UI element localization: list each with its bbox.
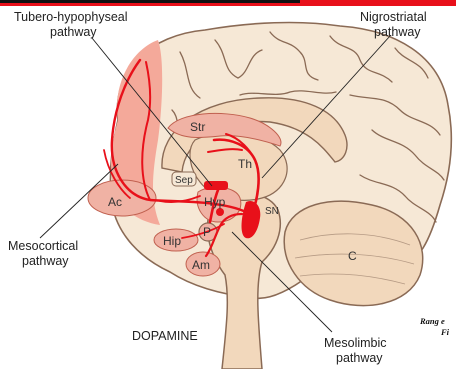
label-mesolimbic-1: Mesolimbic	[324, 336, 387, 350]
region-th: Th	[238, 157, 252, 171]
citation-line-2: Fi	[440, 327, 450, 337]
label-nigrostriatal-1: Nigrostriatal	[360, 10, 427, 24]
region-p: P	[203, 225, 211, 239]
region-hyp: Hyp	[204, 195, 226, 209]
region-sn: SN	[265, 206, 279, 217]
hypothalamic-nucleus	[216, 208, 224, 216]
region-sep: Sep	[175, 175, 193, 186]
label-mesocortical-2: pathway	[22, 254, 69, 268]
label-mesocortical-1: Mesocortical	[8, 239, 78, 253]
label-nigrostriatal-2: pathway	[374, 25, 421, 39]
label-dopamine: DOPAMINE	[132, 329, 198, 343]
top-cut-heading-fragment	[0, 0, 300, 3]
label-tuberohypophyseal-1: Tubero-hypophyseal	[14, 10, 128, 24]
region-am: Am	[192, 258, 210, 272]
label-mesolimbic-2: pathway	[336, 351, 383, 365]
vta-bar	[204, 181, 228, 190]
label-tuberohypophyseal-2: pathway	[50, 25, 97, 39]
region-ac: Ac	[108, 195, 122, 209]
region-str: Str	[190, 120, 205, 134]
region-c: C	[348, 249, 357, 263]
region-hip: Hip	[163, 234, 181, 248]
citation-line-1: Rang e	[419, 316, 445, 326]
